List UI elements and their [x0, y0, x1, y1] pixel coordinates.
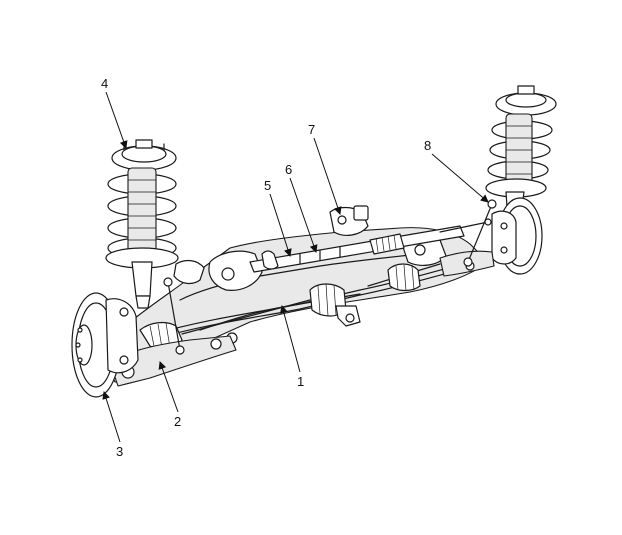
rear-mount-bracket [335, 305, 361, 327]
right-drive-shaft [367, 263, 441, 292]
left-strut-assembly [105, 139, 179, 309]
callout-2: 2 [174, 414, 181, 429]
callout-labels: 1 2 3 4 5 6 7 8 [101, 76, 431, 459]
callout-7: 7 [308, 122, 315, 137]
pinion-valve-housing [329, 205, 369, 236]
right-knuckle-hub [491, 197, 543, 275]
callout-5: 5 [264, 178, 271, 193]
right-tie-rod [439, 218, 492, 233]
steering-gear [249, 225, 465, 273]
stabilizer-bar [149, 261, 471, 341]
callout-1: 1 [297, 374, 304, 389]
left-knuckle-hub [71, 292, 139, 398]
callout-8: 8 [424, 138, 431, 153]
callout-6: 6 [285, 162, 292, 177]
right-stabilizer-link [463, 199, 497, 267]
callout-4: 4 [101, 76, 108, 91]
leader-lines [102, 91, 489, 443]
callout-3: 3 [116, 444, 123, 459]
left-stabilizer-link [163, 277, 185, 355]
